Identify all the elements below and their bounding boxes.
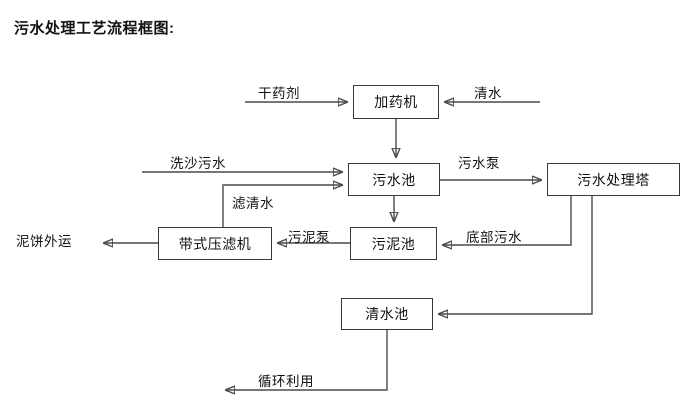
node-clear-water-pool[interactable]: 清水池	[341, 298, 433, 330]
node-label: 污水池	[372, 171, 416, 188]
node-label: 污泥池	[371, 235, 416, 252]
edge-clear-water-pool-to-recycle-use	[226, 330, 388, 390]
edge-label-sewage-pump: 污水泵	[458, 156, 500, 171]
node-wastewater-pool[interactable]: 污水池	[348, 163, 440, 196]
node-sludge-pool[interactable]: 污泥池	[350, 227, 437, 260]
node-belt-filter-press[interactable]: 带式压滤机	[158, 227, 272, 260]
edge-label-sludge-pump: 污泥泵	[288, 230, 330, 245]
edge-label-sand-wash-sewage: 洗沙污水	[170, 156, 226, 171]
page-title: 污水处理工艺流程框图:	[14, 20, 175, 37]
node-label: 带式压滤机	[178, 235, 252, 252]
node-label: 清水池	[365, 306, 409, 322]
edge-label-recycle-use: 循环利用	[258, 374, 314, 389]
edge-label-dry-agent: 干药剂	[258, 86, 300, 101]
edge-label-clean-water: 清水	[474, 86, 502, 101]
terminal-label-mud-cake-out: 泥饼外运	[16, 234, 72, 249]
node-label: 污水处理塔	[577, 171, 650, 188]
edge-bottom-sewage-to-sludge-pool	[443, 196, 572, 245]
edge-treatment-tower-to-clear-water-pool	[439, 196, 593, 314]
node-label: 加药机	[374, 94, 418, 110]
edge-label-bottom-sewage: 底部污水	[466, 230, 522, 245]
node-dosing-machine[interactable]: 加药机	[353, 85, 439, 119]
node-treatment-tower[interactable]: 污水处理塔	[547, 163, 680, 196]
edge-filtered-water-to-wastewater-pool	[222, 185, 342, 227]
edge-label-filtered-water: 滤清水	[232, 196, 274, 211]
